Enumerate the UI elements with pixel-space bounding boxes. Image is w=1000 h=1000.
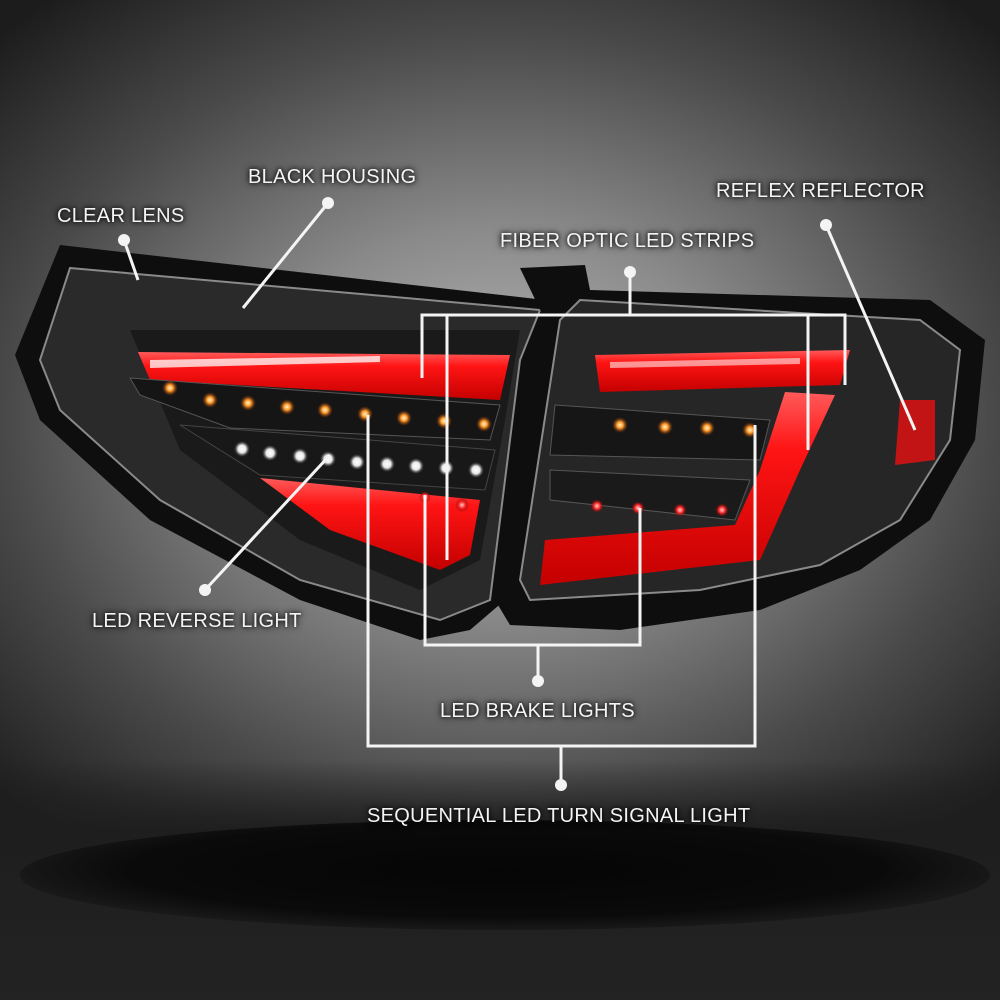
callout-lines [122,202,917,785]
callout-clear-lens: CLEAR LENS [57,205,185,227]
callout-fiber-optic-led-strips: FIBER OPTIC LED STRIPS [500,230,755,252]
callout-black-housing: BLACK HOUSING [248,166,417,188]
callout-reflex-reflector: REFLEX REFLECTOR [716,180,925,202]
callout-led-brake-lights: LED BRAKE LIGHTS [440,700,635,722]
right-lamp [495,265,985,630]
left-lamp [15,245,560,640]
callout-led-reverse-light: LED REVERSE LIGHT [92,610,302,632]
callout-dots [118,197,832,791]
floor-shadow [20,820,990,930]
callout-sequential-turn-signal: SEQUENTIAL LED TURN SIGNAL LIGHT [367,805,751,827]
